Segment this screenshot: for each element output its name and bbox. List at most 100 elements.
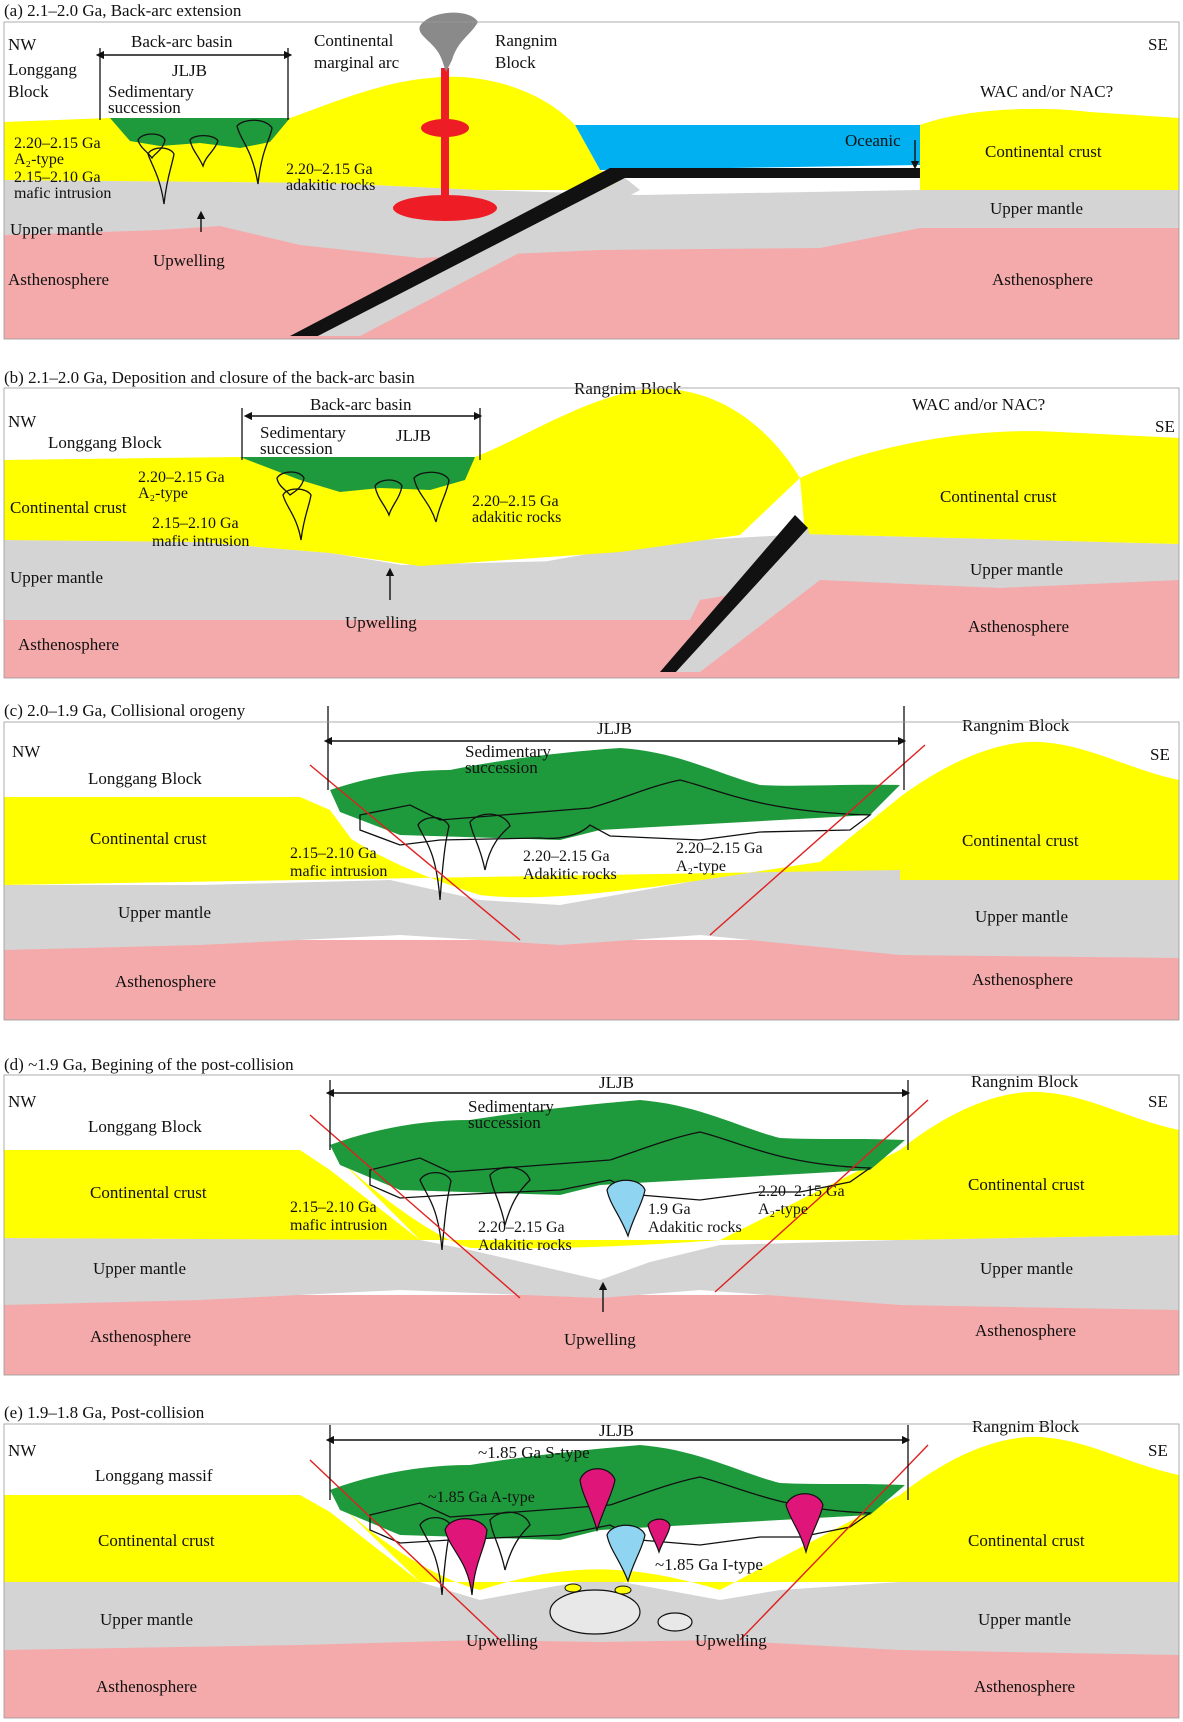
panel-c-nw: NW	[12, 742, 41, 761]
panel-a-cont-arc-1: Continental	[314, 31, 394, 50]
panel-e: (e) 1.9–1.8 Ga, Post-collision NW SE JLJ…	[4, 1403, 1179, 1718]
panel-d-adak19-type: Adakitic rocks	[648, 1219, 742, 1236]
panel-d-jljb: JLJB	[599, 1073, 634, 1092]
panel-a-mafic-age: 2.15–2.10 Ga	[14, 169, 101, 186]
panel-d-astheno-l: Asthenosphere	[90, 1327, 191, 1346]
panel-b-upwelling: Upwelling	[345, 613, 417, 632]
panel-a-volcano-plume	[419, 12, 478, 73]
panel-d-adak19-age: 1.9 Ga	[648, 1201, 691, 1218]
panel-c: (c) 2.0–1.9 Ga, Collisional orogeny NW S…	[4, 701, 1179, 1020]
panel-d-fault-l	[309, 1114, 521, 1299]
panel-e-crust-mid	[330, 1495, 900, 1590]
panel-a-basin	[110, 118, 290, 148]
panel-a-adak-age: 2.20–2.15 Ga	[286, 161, 373, 178]
panel-b: (b) 2.1–2.0 Ga, Deposition and closure o…	[4, 368, 1179, 678]
panel-a-a2-type: A₂-type	[14, 151, 64, 168]
panel-c-crust-r	[900, 741, 1179, 880]
panel-b-mafic-pluton	[282, 488, 312, 541]
panel-b-sed-2: succession	[260, 439, 333, 458]
panel-d-upper-mantle-r: Upper mantle	[980, 1259, 1073, 1278]
panel-c-adak-age: 2.20–2.15 Ga	[523, 848, 610, 865]
panel-a-wac: WAC and/or NAC?	[980, 82, 1113, 101]
panel-e-upwelling-l: Upwelling	[466, 1631, 538, 1650]
panel-a-oceanic: Oceanic	[845, 131, 901, 150]
panel-e-melt-2	[614, 1585, 632, 1595]
panel-c-cc-r: Continental crust	[962, 831, 1079, 850]
panel-e-blob-small	[657, 1612, 693, 1632]
panel-e-cc-r: Continental crust	[968, 1531, 1085, 1550]
panel-a-se: SE	[1148, 35, 1168, 54]
panel-c-mafic-age: 2.15–2.10 Ga	[290, 845, 377, 862]
panel-b-a2-type: A₂-type	[138, 485, 188, 502]
panel-d-astheno	[4, 1295, 1179, 1375]
panel-d: (d) ~1.9 Ga, Begining of the post-collis…	[4, 1055, 1179, 1375]
panel-e-fault-l	[309, 1459, 501, 1641]
panel-d-crust-r	[900, 1091, 1179, 1240]
panel-d-mafic-type: mafic intrusion	[290, 1217, 387, 1234]
panel-e-upper-mantle-r: Upper mantle	[978, 1610, 1071, 1629]
panel-c-longgang: Longgang Block	[88, 769, 202, 788]
panel-e-se: SE	[1148, 1441, 1168, 1460]
panel-d-adak-type: Adakitic rocks	[478, 1237, 572, 1254]
panel-b-cc-l: Continental crust	[10, 498, 127, 517]
panel-b-upper-mantle-r: Upper mantle	[970, 560, 1063, 579]
panel-a-adak-type: adakitic rocks	[286, 177, 375, 194]
panel-e-nw: NW	[8, 1441, 37, 1460]
panel-e-upper-mantle-l: Upper mantle	[100, 1610, 193, 1629]
panel-c-basin	[330, 748, 900, 840]
panel-frames	[3, 21, 1180, 1719]
panel-d-se: SE	[1148, 1092, 1168, 1111]
panel-c-fault-r	[709, 744, 926, 936]
panel-b-basin	[240, 457, 475, 492]
panel-e-s-type: ~1.85 Ga S-type	[478, 1443, 590, 1462]
panel-b-upper-mantle-l: Upper mantle	[10, 568, 103, 587]
panel-d-adak19-pluton	[606, 1179, 646, 1238]
panel-b-slab	[660, 515, 808, 672]
panel-e-crust-l	[4, 1495, 420, 1582]
panel-a-crust-left	[4, 76, 640, 190]
panel-c-adak-pluton	[469, 813, 511, 871]
panel-a-astheno-r: Asthenosphere	[992, 270, 1093, 289]
panel-a-a2-pluton-2	[189, 134, 219, 168]
panel-a: (a) 2.1–2.0 Ga, Back-arc extension NW SE…	[4, 1, 1179, 339]
panel-a-crust-right	[920, 108, 1179, 190]
panel-e-a-type-pluton	[444, 1518, 488, 1596]
panel-d-astheno-r: Asthenosphere	[975, 1321, 1076, 1340]
panel-b-cc-r: Continental crust	[940, 487, 1057, 506]
panel-e-s-type-pluton	[579, 1468, 616, 1533]
panel-e-adak19-pluton	[606, 1524, 646, 1583]
panel-c-a2-age: 2.20–2.15 Ga	[676, 840, 763, 857]
panel-b-slab-gray	[676, 528, 820, 672]
panel-c-upper-mantle-l: Upper mantle	[118, 903, 211, 922]
panel-b-rangnim: Rangnim Block	[574, 379, 682, 398]
panel-c-cc-l: Continental crust	[90, 829, 207, 848]
panel-e-cc-l: Continental crust	[98, 1531, 215, 1550]
panel-e-blob	[549, 1589, 641, 1635]
panel-e-rangnim: Rangnim Block	[972, 1417, 1080, 1436]
panel-d-mafic-age: 2.15–2.10 Ga	[290, 1199, 377, 1216]
panel-a-adakitic-pluton	[236, 119, 273, 185]
panel-b-sed-1: Sedimentary	[260, 423, 346, 442]
panel-a-rangnim-1: Rangnim	[495, 31, 557, 50]
panel-a-mantle	[4, 180, 1179, 258]
panel-b-adak-age: 2.20–2.15 Ga	[472, 493, 559, 510]
panel-e-astheno-l: Asthenosphere	[96, 1677, 197, 1696]
panel-a-rangnim-2: Block	[495, 53, 536, 72]
panel-b-nw: NW	[8, 412, 37, 431]
panel-e-mafic-pluton	[419, 1516, 452, 1596]
panel-d-title: (d) ~1.9 Ga, Begining of the post-collis…	[4, 1055, 294, 1074]
panel-e-right-pluton	[785, 1493, 824, 1555]
panel-b-mantle-main	[4, 534, 1179, 606]
panel-d-mafic-pluton	[419, 1171, 452, 1251]
panel-e-i-type: ~1.85 Ga I-type	[655, 1555, 763, 1574]
panel-d-crust-l	[4, 1150, 420, 1240]
panel-b-adak-type: adakitic rocks	[472, 509, 561, 526]
panel-e-astheno	[4, 1640, 1179, 1718]
panel-e-a2-band	[369, 1476, 872, 1546]
panel-c-mantle	[4, 862, 1179, 958]
panel-d-sed-1: Sedimentary	[468, 1097, 554, 1116]
panel-b-a2-pluton-2	[374, 479, 403, 517]
panel-b-crust-right	[800, 431, 1179, 544]
panel-a-upper-mantle-r: Upper mantle	[990, 199, 1083, 218]
